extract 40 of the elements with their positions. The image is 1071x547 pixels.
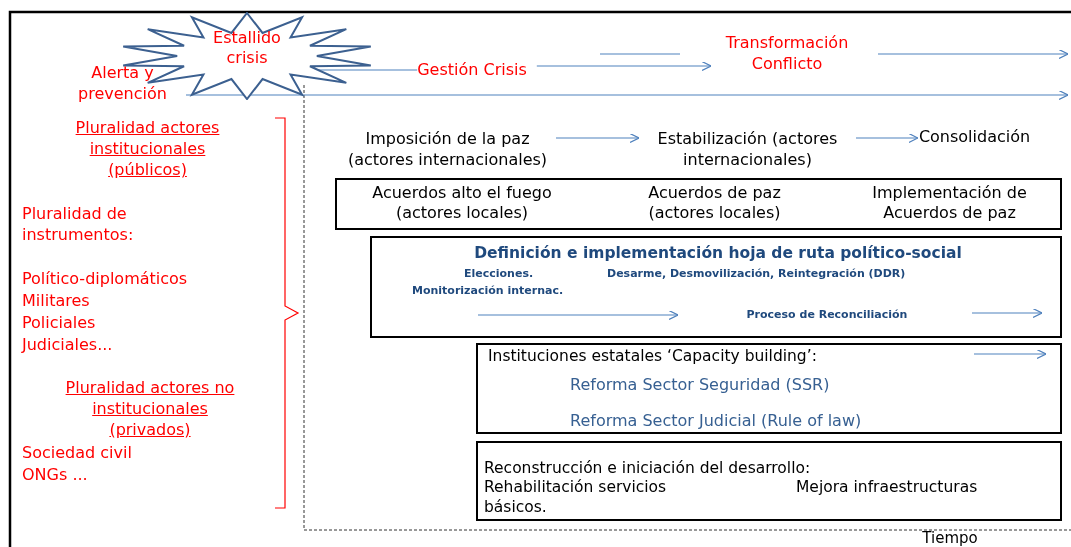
task-text: Monitorización internac. [412,283,565,298]
text-box [370,236,1062,338]
arrow [855,132,919,144]
stage-label: Alerta y prevención [60,62,185,104]
text-box [335,178,1062,230]
task-text: Mejora infraestructuras [796,477,979,497]
reform-text: Reforma Sector Seguridad (SSR) [570,375,831,395]
task-text: Proceso de Reconciliación [745,307,909,322]
phase-label: Consolidación [918,126,1031,147]
box-heading: Definición e implementación hoja de ruta político-social [473,243,963,263]
phase-label: Estabilización (actores internacionales) [640,128,855,170]
task-text: Rehabilitación servicios básicos. [484,477,668,517]
phase-text: Acuerdos alto el fuego (actores locales) [371,183,553,223]
arrow [877,48,1069,60]
reform-text: Reforma Sector Judicial (Rule of law) [570,411,863,431]
arrow [555,132,640,144]
axis-label: Tiempo [921,530,979,547]
list-text: ONGs ... [22,464,89,485]
starburst-label: Estallido crisis [212,28,282,68]
stage-label: Transformación Conflicto [712,32,862,74]
box-heading: Instituciones estatales ‘Capacity building’: [488,346,818,366]
text-box [476,441,1062,521]
phase-text: Implementación de Acuerdos de paz [871,183,1028,223]
group-heading: Pluralidad actores no institucionales (privados) [64,377,236,440]
arrow [185,89,1069,101]
list-text: Policiales [22,312,97,333]
stage-label: Gestión Crisis [417,59,527,80]
list-text: Sociedad civil [22,442,133,463]
phase-label: Imposición de la paz (actores internacionales) [340,128,555,170]
arrow [536,60,712,72]
task-text: Elecciones. [464,266,535,281]
box-heading: Reconstrucción e iniciación del desarrollo: [484,458,812,478]
list-text: Político-diplomáticos [22,268,189,289]
text-box [476,343,1062,434]
list-text: Judiciales... [22,334,114,355]
phase-text: Acuerdos de paz (actores locales) [647,183,782,223]
list-text: Pluralidad de instrumentos: [22,203,135,245]
group-heading: Pluralidad actores institucionales (públicos) [74,117,221,180]
task-text: Desarme, Desmovilización, Reintegración (DDR) [607,266,907,281]
list-text: Militares [22,290,91,311]
